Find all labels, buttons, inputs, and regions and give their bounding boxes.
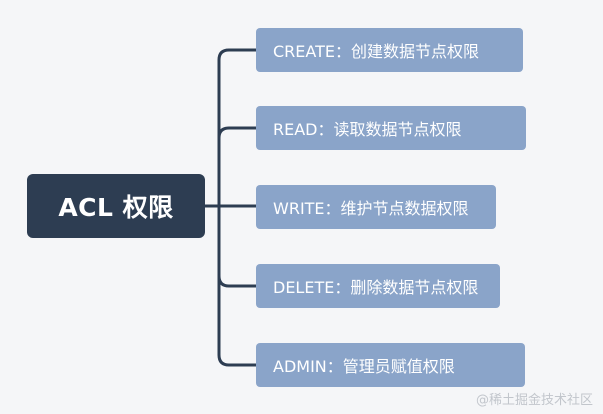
child-node-label: ADMIN：管理员赋值权限	[273, 357, 455, 376]
watermark: @稀土掘金技术社区	[475, 393, 593, 408]
child-node-label: CREATE：创建数据节点权限	[273, 42, 479, 61]
connector-branch-1	[217, 126, 258, 140]
root-node-label: ACL 权限	[58, 193, 174, 222]
child-node-delete: DELETE：删除数据节点权限	[256, 264, 500, 308]
child-node-label: DELETE：删除数据节点权限	[273, 278, 479, 297]
child-node-create: CREATE：创建数据节点权限	[256, 28, 523, 72]
child-node-label: WRITE：维护节点数据权限	[273, 199, 469, 218]
root-node-acl: ACL 权限	[27, 174, 205, 238]
child-node-label: READ：读取数据节点权限	[273, 120, 462, 139]
child-node-read: READ：读取数据节点权限	[256, 106, 526, 150]
connector-branch-3	[217, 274, 258, 288]
child-node-write: WRITE：维护节点数据权限	[256, 185, 496, 229]
child-node-admin: ADMIN：管理员赋值权限	[256, 343, 525, 387]
